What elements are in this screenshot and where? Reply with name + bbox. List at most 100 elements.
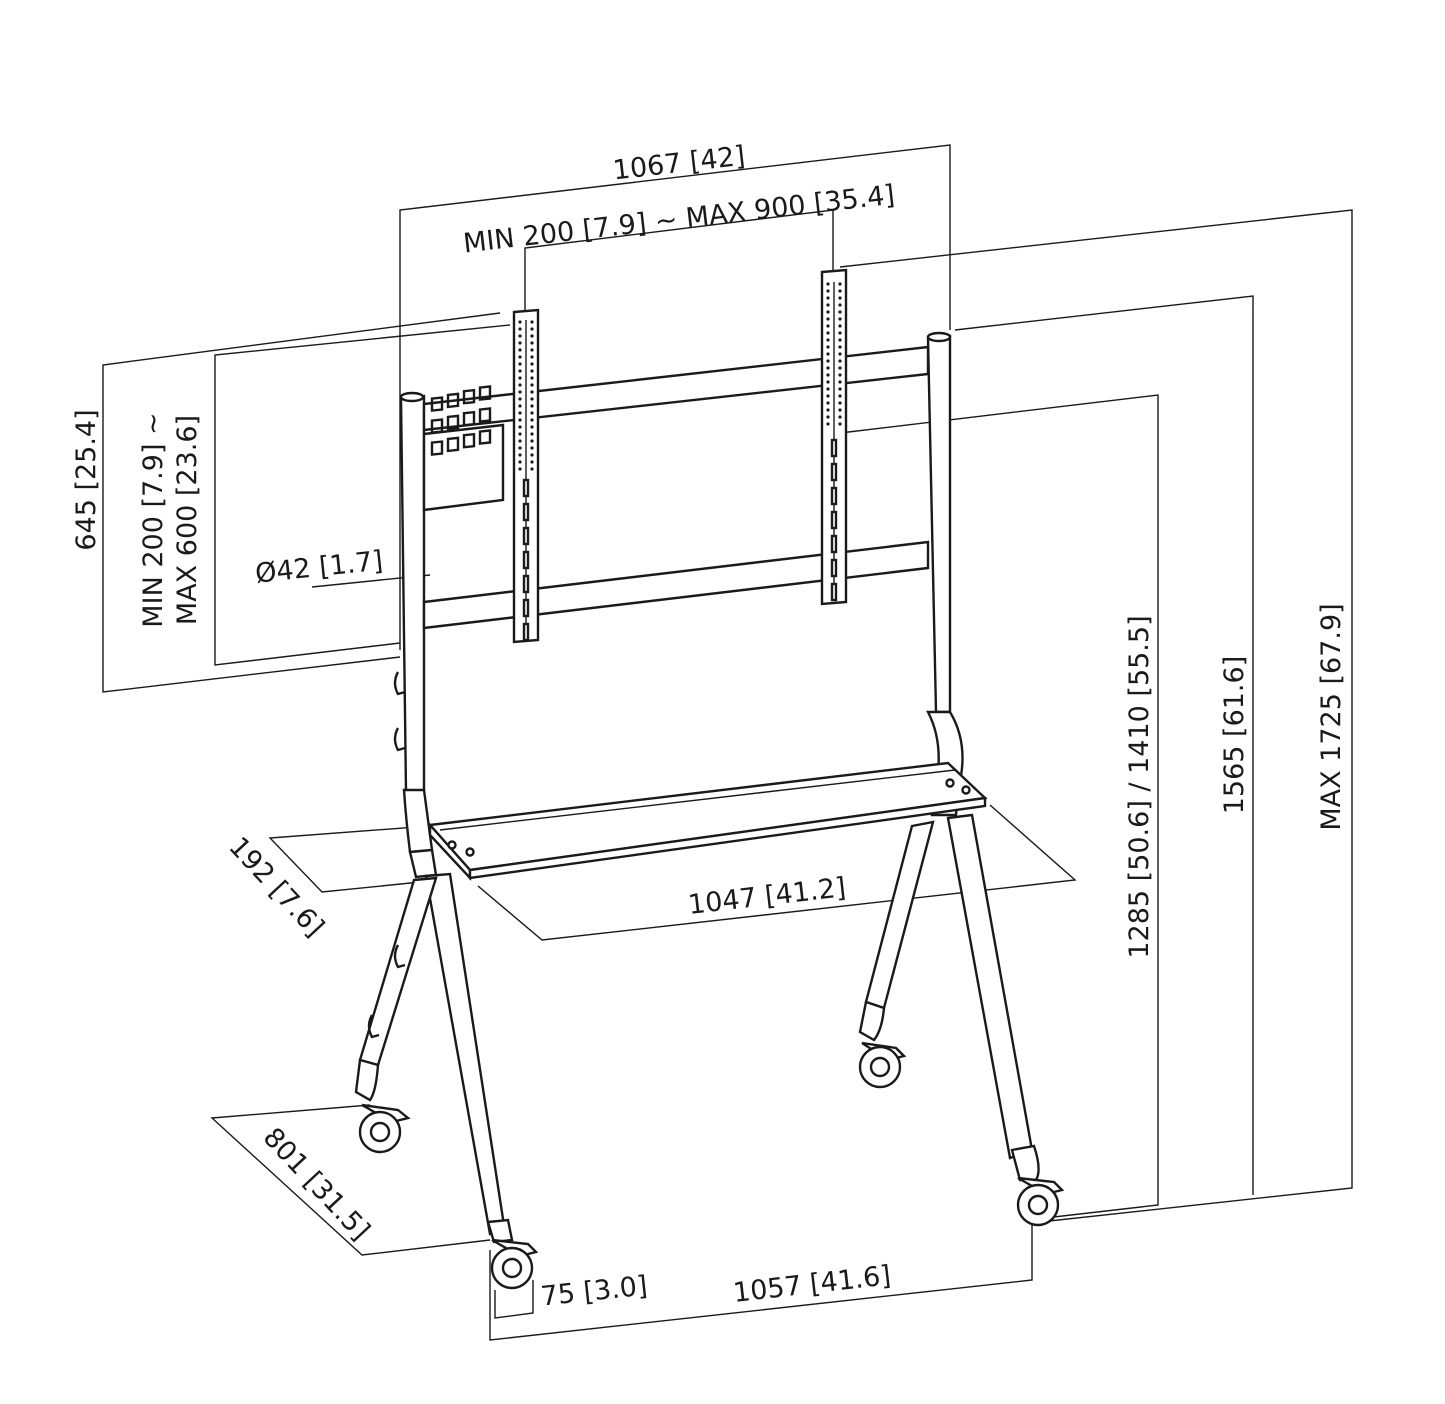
bracket-hole <box>838 422 842 426</box>
bracket-hole <box>826 401 830 405</box>
dimension-lines <box>102 144 1353 1341</box>
bracket-hole <box>838 366 842 370</box>
bracket-hole <box>826 387 830 391</box>
left-pole <box>354 391 514 1244</box>
bracket-hole <box>530 369 534 373</box>
bracket-hole <box>838 317 842 321</box>
bracket-slot <box>522 478 530 498</box>
bracket-hole <box>826 359 830 363</box>
vesa-vertical-label-line2: MAX 600 [23.6] <box>172 415 203 625</box>
caster-front-left <box>490 1238 539 1290</box>
pole-height-label: 1565 [61.6] <box>1219 656 1250 814</box>
bracket-hole <box>838 352 842 356</box>
bracket-hole <box>530 383 534 387</box>
bracket-hole <box>530 390 534 394</box>
bracket-hole <box>530 460 534 464</box>
tv-stand-outline <box>354 268 1065 1290</box>
bracket-slot <box>830 582 838 602</box>
bracket-hole <box>518 397 522 401</box>
vertical-range-label: 645 [25.4] <box>71 409 102 550</box>
bracket-slot <box>522 550 530 570</box>
bracket-hole <box>518 411 522 415</box>
bracket-hole <box>530 334 534 338</box>
caster-back-right <box>858 1041 907 1089</box>
bracket-hole <box>826 338 830 342</box>
bracket-hole <box>826 380 830 384</box>
bracket-hole <box>518 376 522 380</box>
bracket-hole <box>530 432 534 436</box>
bracket-hole <box>530 404 534 408</box>
bracket-hole <box>518 425 522 429</box>
bracket-hole <box>518 369 522 373</box>
bracket-hole <box>838 296 842 300</box>
vesa-horizontal-label: MIN 200 [7.9] ~ MAX 900 [35.4] <box>462 180 897 260</box>
bracket-hole <box>838 324 842 328</box>
bracket-hole <box>518 334 522 338</box>
caster-front-right <box>1016 1176 1065 1227</box>
bracket-hole <box>826 296 830 300</box>
bracket-hole <box>530 425 534 429</box>
bracket-hole <box>826 352 830 356</box>
bracket-hole <box>838 282 842 286</box>
bracket-hole <box>518 453 522 457</box>
bracket-hole <box>838 408 842 412</box>
bracket-hole <box>530 397 534 401</box>
bracket-hole <box>518 446 522 450</box>
bracket-hole <box>518 432 522 436</box>
vesa-vertical-label-line1: MIN 200 [7.9] ~ <box>138 412 169 627</box>
bracket-hole <box>838 373 842 377</box>
bracket-hole <box>838 345 842 349</box>
bracket-hole <box>838 289 842 293</box>
overall-width-label: 1067 [42] <box>611 141 746 187</box>
dimension-labels: 1067 [42] MIN 200 [7.9] ~ MAX 900 [35.4]… <box>71 141 1347 1313</box>
bracket-hole <box>826 366 830 370</box>
bracket-hole <box>838 338 842 342</box>
bracket-slot <box>522 622 530 642</box>
bracket-hole <box>530 362 534 366</box>
base-depth-label: 801 [31.5] <box>257 1122 376 1246</box>
bracket-hole <box>826 303 830 307</box>
shelf-depth-label: 192 [7.6] <box>223 831 330 943</box>
bracket-hole <box>530 446 534 450</box>
bracket-hole <box>826 394 830 398</box>
bracket-hole <box>826 289 830 293</box>
bracket-hole <box>530 376 534 380</box>
bracket-hole <box>838 310 842 314</box>
base-width-label: 1057 [41.6] <box>732 1260 893 1309</box>
caster-width-label: 75 [3.0] <box>539 1271 649 1313</box>
bracket-hole <box>530 341 534 345</box>
bracket-slot <box>830 462 838 482</box>
bracket-hole <box>826 324 830 328</box>
bracket-hole <box>518 404 522 408</box>
pole-diameter-label: Ø42 [1.7] <box>254 545 385 589</box>
bracket-hole <box>826 373 830 377</box>
bracket-holes <box>518 282 842 642</box>
bracket-hole <box>530 320 534 324</box>
bracket-hole <box>518 383 522 387</box>
bracket-height-label: 1285 [50.6] / 1410 [55.5] <box>1124 615 1155 958</box>
bracket-hole <box>838 359 842 363</box>
bracket-hole <box>826 317 830 321</box>
bracket-hole <box>826 422 830 426</box>
bracket-hole <box>838 415 842 419</box>
caster-back-left <box>358 1103 411 1154</box>
bracket-slot <box>830 510 838 530</box>
bracket-hole <box>826 408 830 412</box>
shelf-width-label: 1047 [41.2] <box>687 872 848 921</box>
bracket-hole <box>826 415 830 419</box>
bracket-hole <box>838 303 842 307</box>
bracket-slot <box>830 438 838 458</box>
bracket-hole <box>530 467 534 471</box>
bracket-hole <box>826 331 830 335</box>
bracket-hole <box>518 460 522 464</box>
mounting-rails <box>422 345 930 630</box>
bracket-hole <box>826 310 830 314</box>
bracket-hole <box>838 387 842 391</box>
bracket-slot <box>830 534 838 554</box>
bracket-hole <box>838 380 842 384</box>
bracket-hole <box>530 327 534 331</box>
bracket-slot <box>522 502 530 522</box>
bracket-hole <box>530 348 534 352</box>
bracket-hole <box>518 320 522 324</box>
